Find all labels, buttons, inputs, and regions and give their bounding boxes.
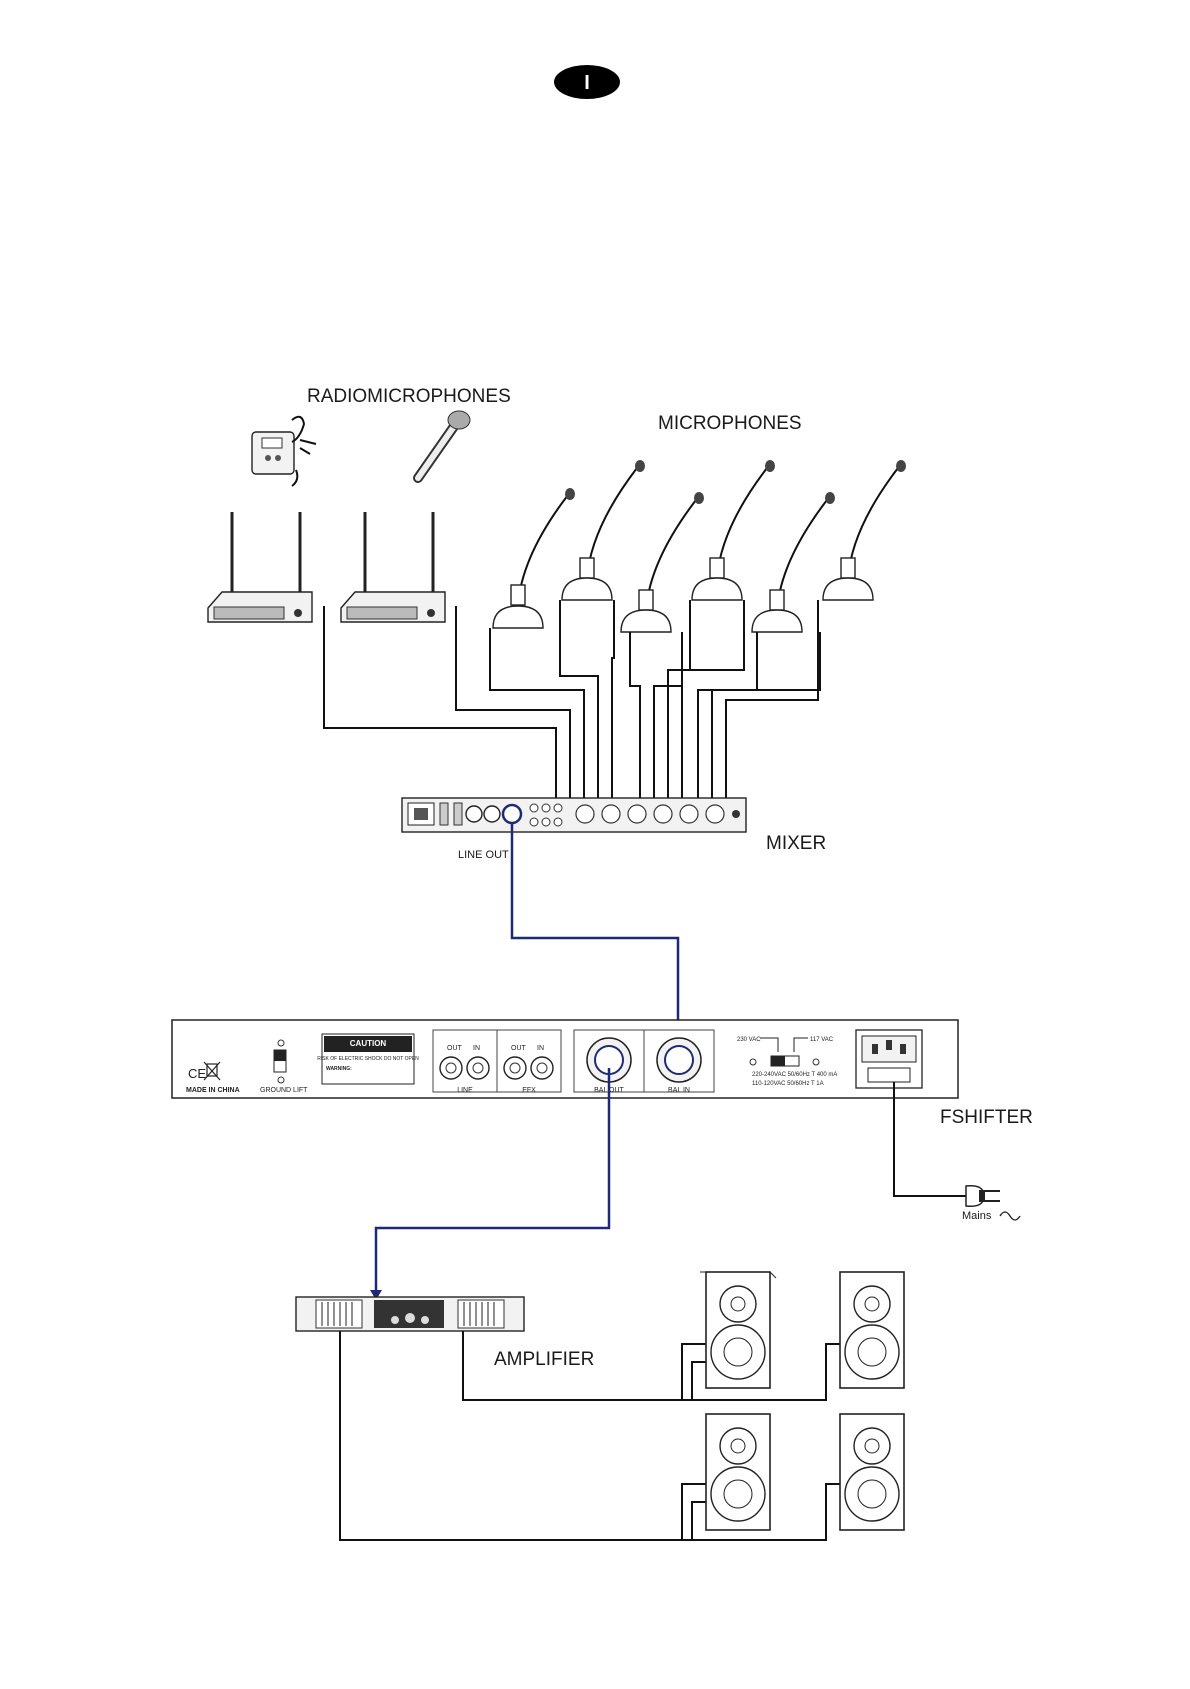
microphones-label: MICROPHONES bbox=[658, 413, 802, 434]
gooseneck-mic-2 bbox=[562, 460, 645, 600]
warning-label: WARNING: bbox=[326, 1066, 352, 1072]
speaker-2 bbox=[840, 1272, 904, 1388]
gooseneck-mic-4 bbox=[692, 460, 775, 600]
made-in-label: MADE IN CHINA bbox=[186, 1087, 240, 1094]
wireless-receiver-1 bbox=[208, 512, 312, 622]
efx-in-jack-label: IN bbox=[537, 1045, 544, 1052]
plug-icon bbox=[966, 1186, 1000, 1207]
signal-cable-fshifter-to-amplifier bbox=[376, 1068, 609, 1296]
speaker-3 bbox=[706, 1414, 770, 1530]
gooseneck-mic-3 bbox=[621, 492, 704, 632]
rating-line-2: 110-120VAC 50/60Hz T 1A bbox=[752, 1081, 824, 1087]
handheld-wireless-mic bbox=[418, 411, 470, 478]
efx-out-jack-label: OUT bbox=[511, 1045, 527, 1052]
fshifter-label: FSHIFTER bbox=[940, 1107, 1033, 1128]
efx-section-label: EFX bbox=[522, 1087, 536, 1094]
gooseneck-mic-5 bbox=[752, 492, 835, 632]
line-section-label: LINE bbox=[457, 1087, 473, 1094]
amplifier-label: AMPLIFIER bbox=[494, 1349, 594, 1370]
rating-line-1: 220-240VAC 50/60Hz T 400 mA bbox=[752, 1072, 837, 1078]
page-badge-label: I bbox=[584, 72, 590, 94]
fshifter-rear-panel: MADE IN CHINA CE GROUND LIFT CAUTION RIS… bbox=[172, 1020, 958, 1098]
wireless-receiver-2 bbox=[341, 512, 445, 622]
ac-wave-icon bbox=[1000, 1212, 1020, 1220]
gooseneck-mic-1 bbox=[493, 488, 575, 628]
radiomicrophones-label: RADIOMICROPHONES bbox=[307, 386, 511, 407]
ce-mark-icon: CE bbox=[188, 1066, 206, 1081]
caution-sub: RISK OF ELECTRIC SHOCK DO NOT OPEN bbox=[317, 1056, 419, 1062]
gooseneck-mic-6 bbox=[823, 460, 906, 600]
bal-in-label: BAL IN bbox=[668, 1087, 690, 1094]
input-cables bbox=[324, 600, 820, 800]
mixer-label: MIXER bbox=[766, 833, 826, 854]
line-out-jack-label: OUT bbox=[447, 1045, 463, 1052]
ground-lift-label: GROUND LIFT bbox=[260, 1087, 308, 1094]
line-out-label: LINE OUT bbox=[458, 849, 509, 861]
speaker-4 bbox=[840, 1414, 904, 1530]
amplifier-rear-panel bbox=[296, 1297, 524, 1331]
bodypack-transmitter bbox=[252, 417, 316, 486]
v117-label: 117 VAC bbox=[810, 1037, 834, 1043]
v230-label: 230 VAC bbox=[737, 1037, 761, 1043]
page-badge: I bbox=[554, 65, 620, 99]
caution-title: CAUTION bbox=[350, 1039, 387, 1048]
mains-label: Mains bbox=[962, 1210, 992, 1222]
speaker-1 bbox=[700, 1272, 776, 1388]
line-in-jack-label: IN bbox=[473, 1045, 480, 1052]
mains-cable bbox=[894, 1082, 966, 1196]
mixer-rear-panel bbox=[402, 798, 746, 832]
